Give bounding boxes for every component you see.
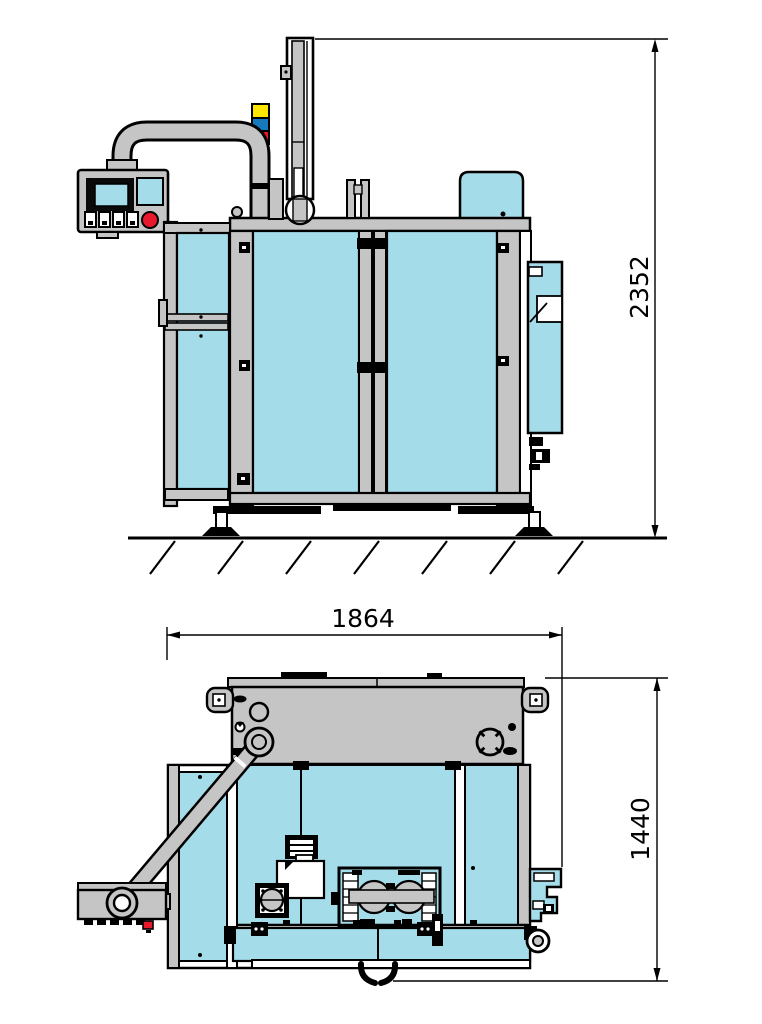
side-display [136,177,164,206]
left-door-panel[interactable] [251,229,361,495]
pendant-control-panel-plan [76,882,168,933]
left-side-section [158,220,231,508]
emergency-stop-button[interactable] [141,211,159,229]
pendant-buttons[interactable] [84,211,139,228]
machine-body-plan [160,761,563,986]
front-view: 2352 [76,36,668,575]
leveling-foot-left [215,511,228,530]
dimension-label-plan-depth: 1440 [626,797,655,861]
right-side-unit-plan [524,867,563,954]
plan-view: 1864 1440 [76,604,668,986]
cable-gland [357,961,378,986]
vertical-mast [280,36,315,201]
right-section-plan [464,764,519,926]
main-enclosure [228,206,532,508]
hmi-screen [94,183,129,207]
internal-components [255,763,326,926]
dimension-plan-width: 1864 [166,604,563,867]
roller-assembly [331,866,442,928]
dimension-label-front-height: 2352 [625,255,654,319]
side-hinge-tab [158,299,168,327]
dimension-plan-depth: 1440 [393,677,668,982]
roof-fixture [346,179,356,219]
emergency-stop-plan[interactable] [142,920,154,930]
mounting-plate [275,859,326,900]
machine-base [202,491,553,536]
roof-post [268,178,284,220]
leveling-foot-right [528,511,541,530]
rear-top-unit [458,170,525,221]
right-side-unit [526,260,564,470]
front-rail-plan [224,914,532,986]
ground-hatching [128,536,667,575]
left-guard-panel [175,231,231,491]
pendant-swing-arm [111,120,271,219]
beacon-yellow-segment [251,103,270,119]
pendant-control-panel [76,159,170,239]
dimension-front-height: 2352 [315,38,668,538]
right-door-panel[interactable] [385,229,499,495]
dimension-label-plan-width: 1864 [331,604,395,633]
pendant-swing-arm-plan [115,726,275,910]
door-hinges [237,242,509,485]
